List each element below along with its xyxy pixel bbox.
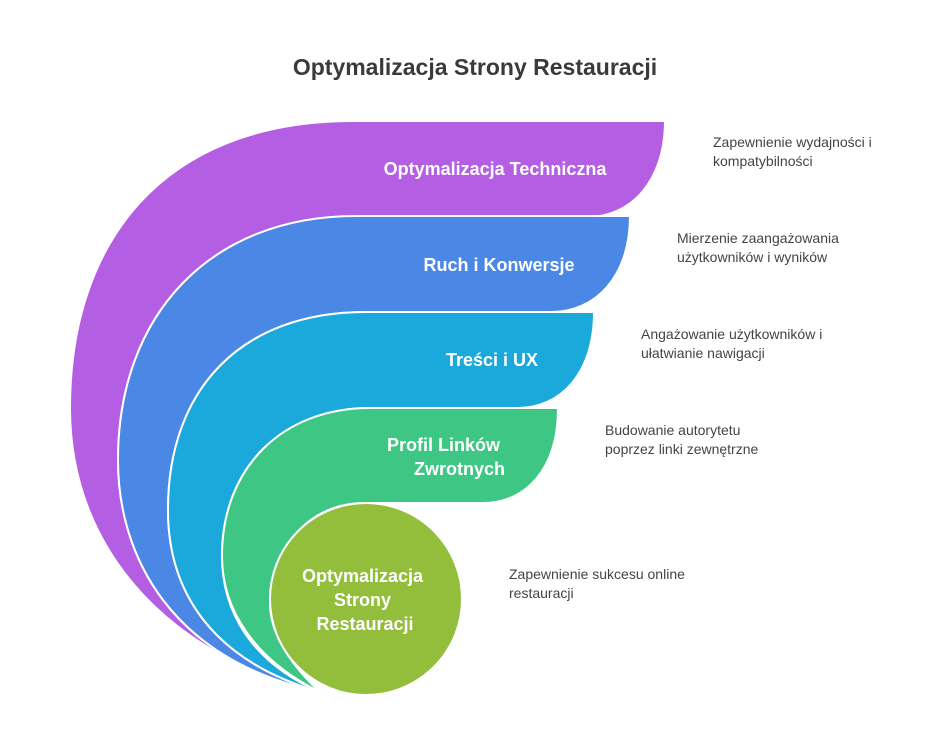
layer-label-technical: Optymalizacja Techniczna — [384, 159, 608, 179]
diagram-title: Optymalizacja Strony Restauracji — [292, 54, 658, 80]
core-label: Optymalizacja Strony Restauracji — [302, 566, 428, 634]
layer-description-core: Zapewnienie sukcesu online restauracji — [509, 566, 685, 601]
layer-description-content: Angażowanie użytkowników i ułatwianie na… — [641, 326, 823, 361]
layer-label-traffic: Ruch i Konwersje — [423, 255, 574, 275]
layer-description-traffic: Mierzenie zaangażowania użytkowników i w… — [677, 230, 839, 265]
layer-band-backlinks — [220, 407, 560, 693]
core-circle — [269, 502, 463, 696]
layer-description-technical: Zapewnienie wydajności i kompatybilności — [713, 134, 872, 169]
layer-label-content: Treści i UX — [446, 350, 538, 370]
layer-label-backlinks: Profil Linków Zwrotnych — [387, 435, 505, 479]
layer-description-backlinks: Budowanie autorytetu poprzez linki zewnę… — [605, 422, 759, 457]
